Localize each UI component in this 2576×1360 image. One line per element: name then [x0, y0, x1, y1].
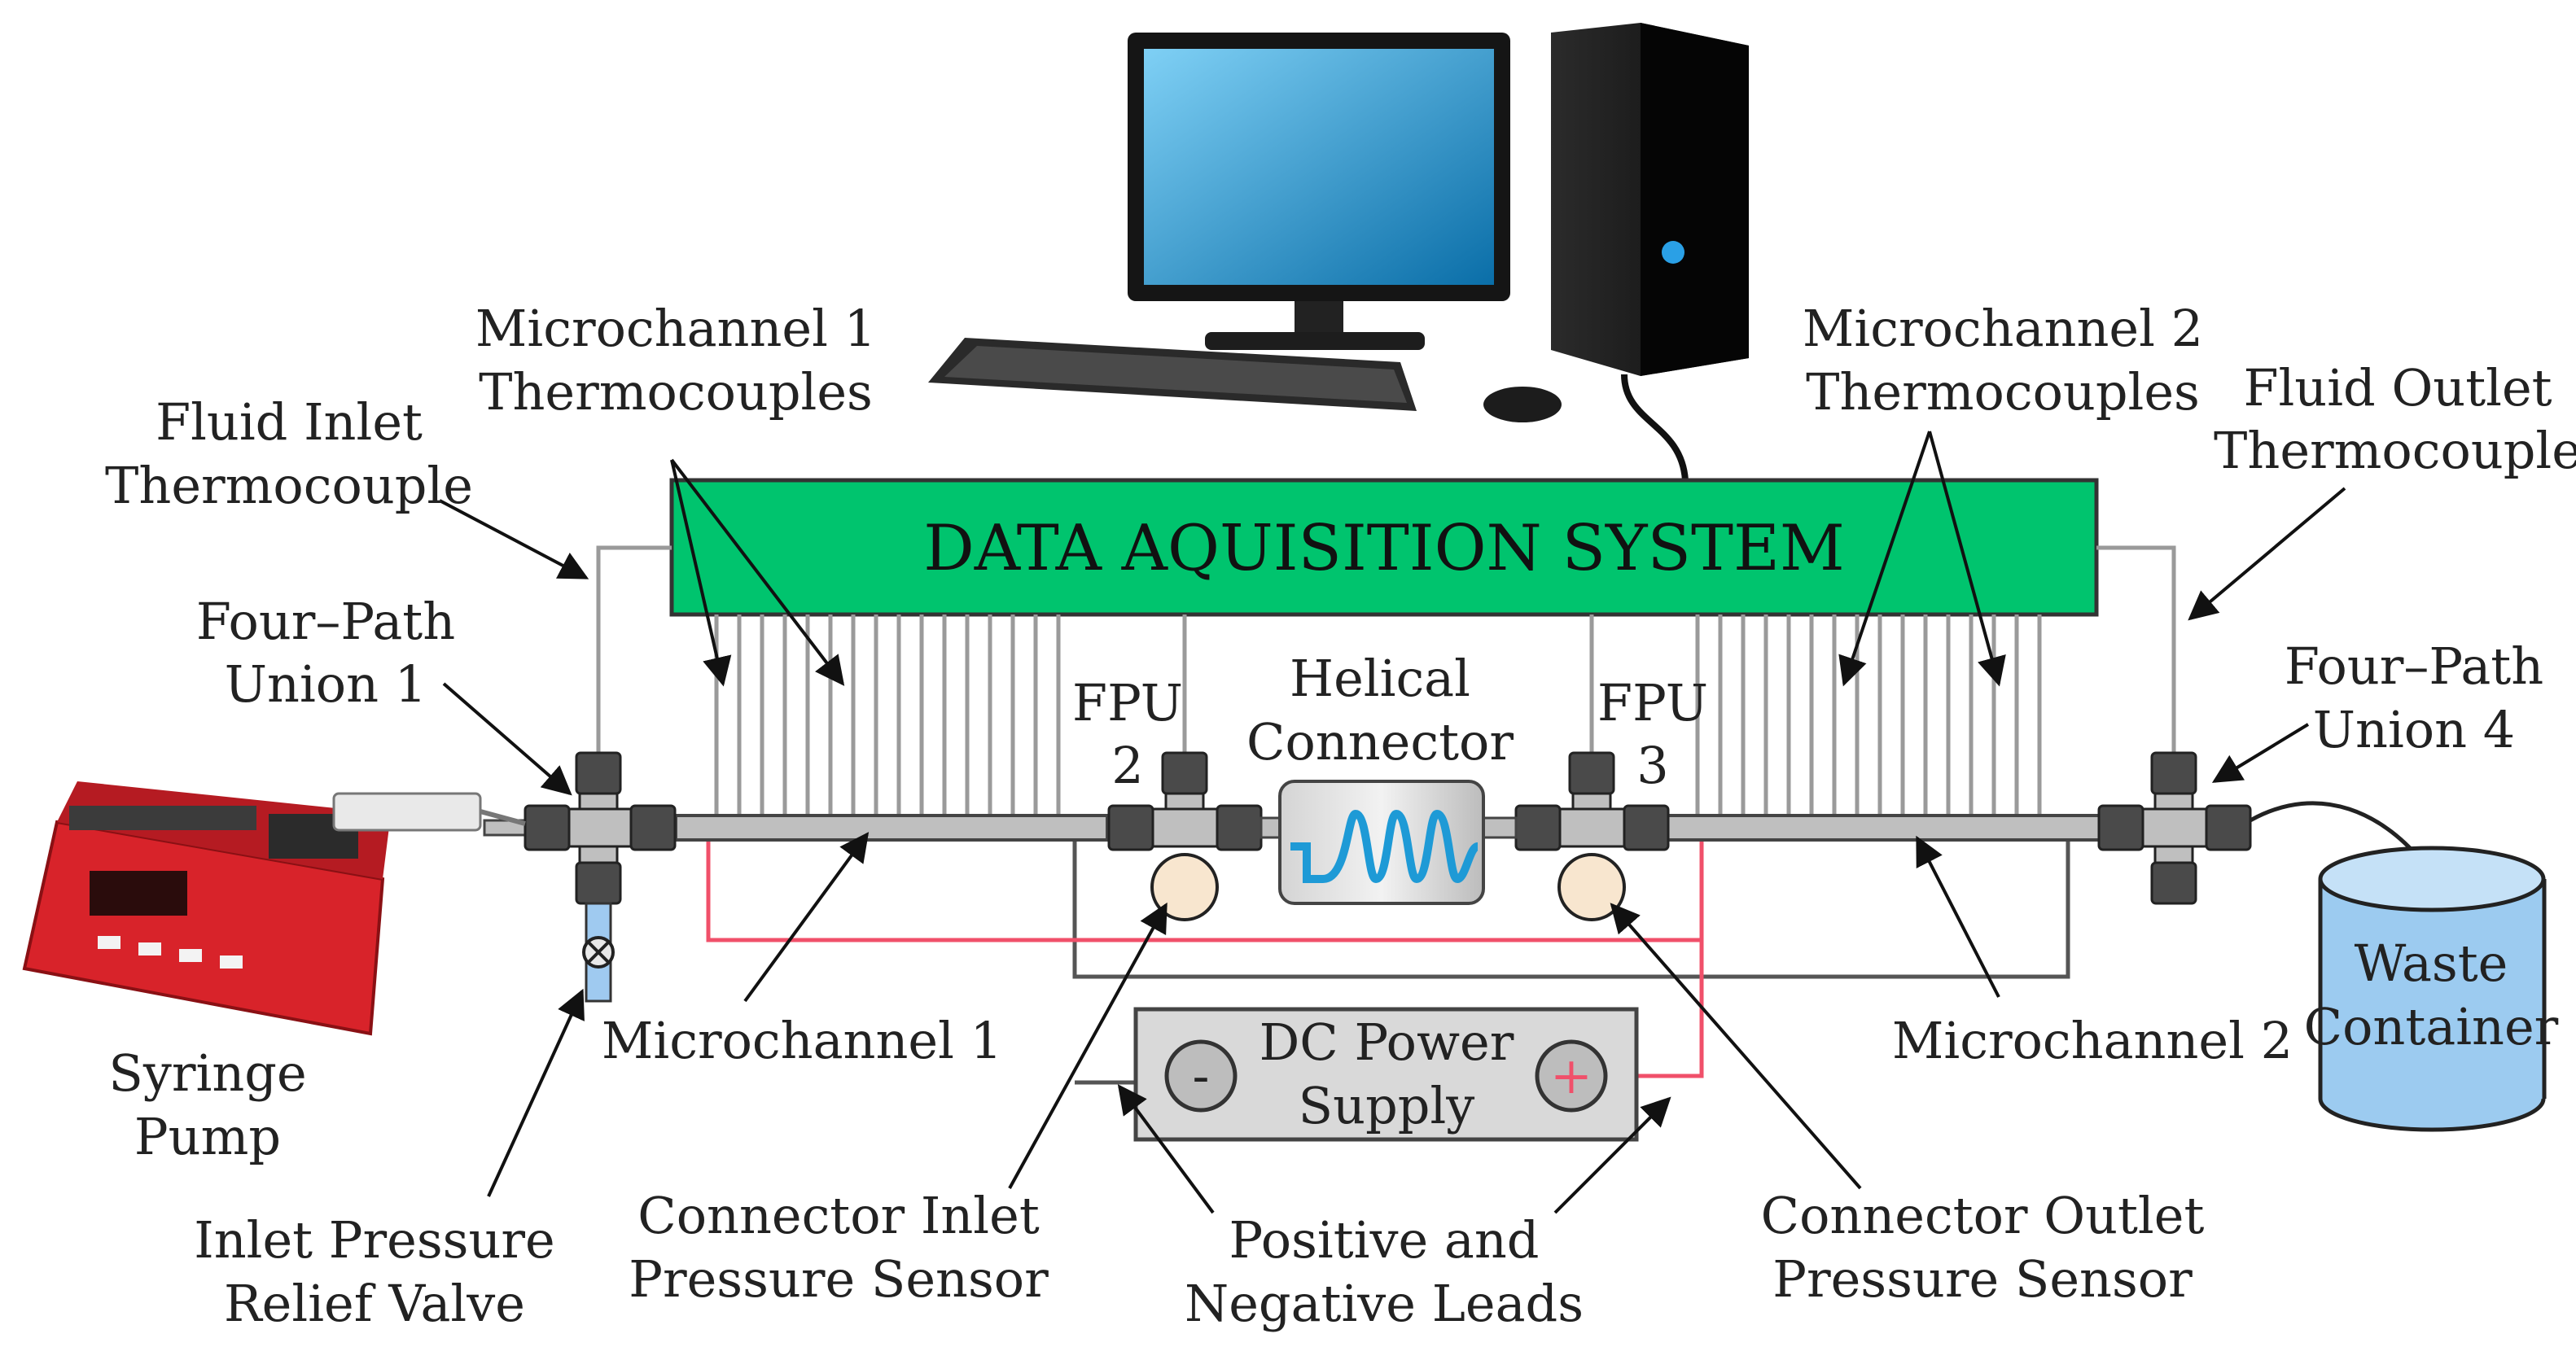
helical-connector-label-1: Helical: [1290, 649, 1470, 708]
microchannel-1-thermocouples-label-2: Thermocouples: [479, 362, 873, 422]
inlet-relief-valve-icon: [582, 902, 615, 1003]
fpu-2-label-1: FPU: [1072, 673, 1183, 732]
microchannel-2-thermocouples-label-1: Microchannel 2: [1803, 299, 2203, 358]
four-path-union-1: [524, 751, 677, 905]
syringe-pump-label-1: Syringe: [108, 1043, 306, 1103]
four-path-union-2: [1107, 751, 1263, 851]
power-supply-label-line1: DC Power: [1260, 1012, 1514, 1072]
diagram-labels: Fluid Inlet Thermocouple Microchannel 1 …: [105, 299, 2576, 1333]
callout-arrows: [439, 431, 2346, 1214]
positive-terminal-symbol: +: [1550, 1046, 1592, 1105]
computer-icon: [928, 23, 1749, 481]
waste-container-label-1: Waste: [2355, 934, 2508, 993]
helical-connector-label-2: Connector: [1246, 712, 1514, 772]
fpu-3-label-2: 3: [1636, 736, 1668, 795]
syringe-pump-icon: [22, 781, 526, 1036]
microchannel-1-label: Microchannel 1: [602, 1011, 1002, 1070]
fpu-3-label-1: FPU: [1597, 673, 1708, 732]
dc-power-supply-box: - + DC Power Supply: [1133, 1007, 1639, 1142]
connector-outlet-label-2: Pressure Sensor: [1772, 1249, 2193, 1309]
syringe-pump-label-2: Pump: [134, 1107, 281, 1166]
power-supply-label-line2: Supply: [1299, 1076, 1475, 1135]
negative-terminal-symbol: -: [1193, 1046, 1210, 1105]
microchannel-2-thermocouples-label-2: Thermocouples: [1806, 362, 2200, 422]
connector-outlet-pressure-sensor-icon: [1557, 853, 1626, 921]
waste-container-icon: [2249, 801, 2547, 1132]
four-path-union-1-label-2: Union 1: [225, 654, 427, 714]
fluid-outlet-thermocouple-label-2: Thermocouple: [2214, 421, 2576, 480]
positive-terminal-icon: [1535, 1039, 1608, 1113]
leads-label-1: Positive and: [1229, 1210, 1540, 1270]
four-path-union-3: [1514, 751, 1670, 851]
four-path-union-4-label-2: Union 4: [2313, 700, 2515, 759]
fluid-inlet-thermocouple-label-1: Fluid Inlet: [156, 392, 423, 452]
relief-valve-label-2: Relief Valve: [224, 1274, 525, 1333]
connector-outlet-label-1: Connector Outlet: [1761, 1186, 2205, 1245]
four-path-union-1-label-1: Four–Path: [196, 592, 455, 651]
connector-inlet-label-1: Connector Inlet: [637, 1186, 1040, 1245]
fluid-inlet-thermocouple-label-2: Thermocouple: [105, 456, 473, 515]
microchannel-1-thermocouples-label-1: Microchannel 1: [475, 299, 876, 358]
connector-inlet-pressure-sensor-icon: [1150, 853, 1219, 921]
negative-terminal-icon: [1164, 1039, 1238, 1113]
microchannel-2-label: Microchannel 2: [1892, 1011, 2293, 1070]
leads-label-2: Negative Leads: [1185, 1274, 1584, 1333]
waste-container-label-2: Container: [2304, 997, 2559, 1056]
microchannel-1-tube: [674, 814, 1109, 842]
daq-system-box: DATA AQUISITION SYSTEM: [669, 478, 2099, 617]
fluid-outlet-thermocouple-label-1: Fluid Outlet: [2243, 358, 2552, 418]
four-path-union-4-label-1: Four–Path: [2285, 636, 2543, 696]
microchannel-2-tube: [1655, 814, 2106, 842]
helical-connector-icon: [1260, 780, 1518, 905]
four-path-union-4: [2097, 751, 2252, 905]
relief-valve-label-1: Inlet Pressure: [194, 1210, 555, 1270]
power-wiring: [706, 830, 2070, 1085]
connector-inlet-label-2: Pressure Sensor: [629, 1249, 1049, 1309]
daq-title: DATA AQUISITION SYSTEM: [923, 512, 1845, 585]
fpu-2-label-2: 2: [1111, 736, 1143, 795]
